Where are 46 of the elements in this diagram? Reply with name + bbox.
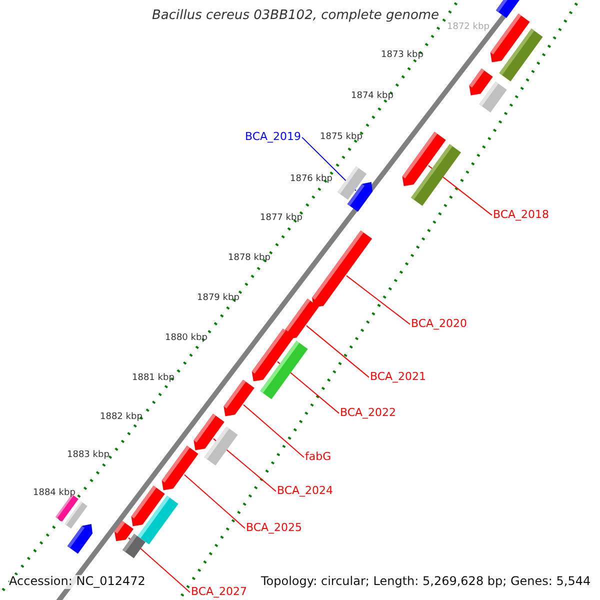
gene-feature xyxy=(479,82,507,112)
gene-feature xyxy=(138,496,178,544)
scale-label: 1873 kbp xyxy=(381,50,424,60)
gene-feature xyxy=(114,520,134,542)
gene-feature xyxy=(337,166,367,200)
gene-feature xyxy=(162,446,198,490)
leader-line xyxy=(306,325,370,378)
gene-label: BCA_2022 xyxy=(340,407,396,420)
leader-line xyxy=(242,404,304,458)
gene-label: BCA_2021 xyxy=(370,371,426,384)
scale-label: 1882 kbp xyxy=(100,412,142,422)
gene-feature xyxy=(224,380,254,416)
gene-label: BCA_2018 xyxy=(493,209,550,222)
gene-feature xyxy=(285,298,319,340)
scale-label: 1872 kbp xyxy=(447,22,490,32)
scale-label: 1884 kbp xyxy=(33,488,76,498)
gene-feature xyxy=(122,534,146,558)
gene-feature xyxy=(312,230,372,308)
gene-feature xyxy=(499,28,543,82)
scale-label: 1880 kbp xyxy=(165,333,208,344)
gene-feature xyxy=(67,524,93,554)
genome-info: Accession: NC_012472 xyxy=(9,575,146,589)
scale-label: 1875 kbp xyxy=(320,132,362,142)
gene-label: BCA_2024 xyxy=(277,485,334,498)
scale-label: 1881 kbp xyxy=(132,373,174,384)
gene-label: BCA_2025 xyxy=(246,522,302,535)
gene-label: BCA_2020 xyxy=(411,318,468,331)
gene-label: BCA_2027 xyxy=(191,586,248,599)
gene-label: fabG xyxy=(305,451,332,464)
scale-label: 1883 kbp xyxy=(67,450,110,460)
gene-feature xyxy=(64,501,88,529)
leader-line xyxy=(346,275,410,325)
gene-feature xyxy=(410,144,462,206)
gene-feature xyxy=(469,68,493,96)
scale-label: 1876 kbp xyxy=(290,174,332,184)
gene-label: BCA_2019 xyxy=(245,131,302,144)
gene-feature xyxy=(260,340,308,400)
gene-feature xyxy=(496,0,520,18)
map-title: Bacillus cereus 03BB102, complete genome xyxy=(152,9,440,24)
scale-label: 1874 kbp xyxy=(351,91,394,102)
leader-line xyxy=(184,474,246,529)
gene-feature xyxy=(204,426,238,466)
scale-label: 1879 kbp xyxy=(197,293,240,304)
scale-label: 1878 kbp xyxy=(228,253,270,264)
genome-info: Topology: circular; Length: 5,269,628 bp; Genes: 5,544 xyxy=(261,575,591,589)
scale-label: 1877 kbp xyxy=(260,213,302,224)
